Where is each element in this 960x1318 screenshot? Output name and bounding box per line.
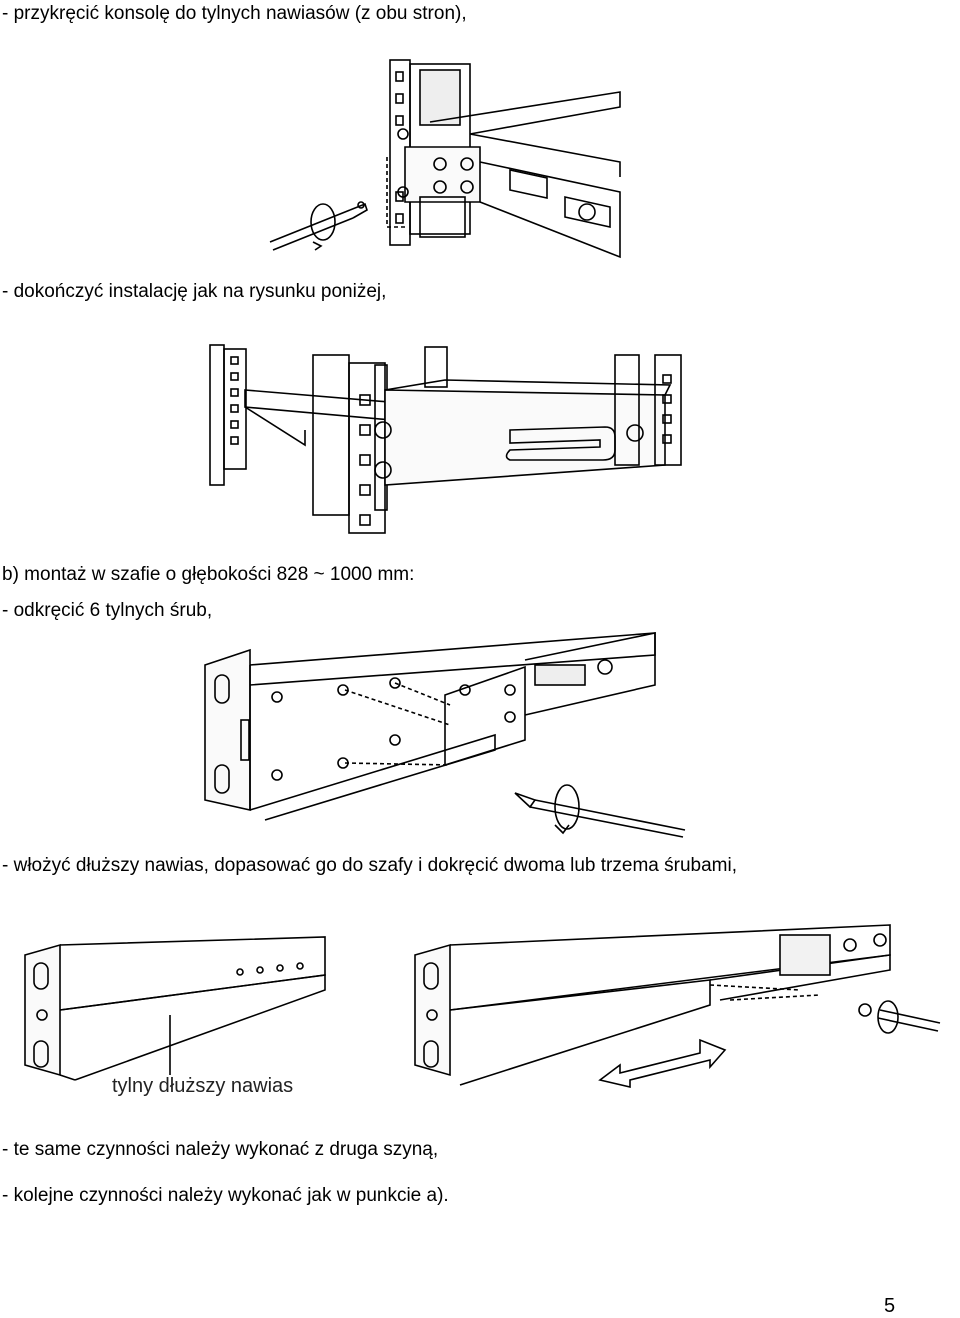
figure-insert-bracket: tylny dłuższy nawias <box>20 915 945 1100</box>
instruction-line-5: - włożyć dłuższy nawias, dopasować go do… <box>2 855 737 876</box>
bracket-label: tylny dłuższy nawias <box>112 1075 293 1097</box>
instruction-line-2: - dokończyć instalację jak na rysunku po… <box>2 281 387 302</box>
instruction-line-4: - odkręcić 6 tylnych śrub, <box>2 600 213 621</box>
instruction-line-6: - te same czynności należy wykonać z dru… <box>2 1139 439 1160</box>
figure-completed-installation <box>205 335 695 545</box>
page-number: 5 <box>884 1295 896 1317</box>
instruction-line-1: - przykręcić konsolę do tylnych nawiasów… <box>2 3 467 24</box>
figure-remove-screws <box>195 625 695 840</box>
instruction-line-7: - kolejne czynności należy wykonać jak w… <box>2 1185 449 1206</box>
figure-console-screw <box>255 52 635 262</box>
instruction-line-3: b) montaż w szafie o głębokości 828 ~ 10… <box>2 564 415 585</box>
